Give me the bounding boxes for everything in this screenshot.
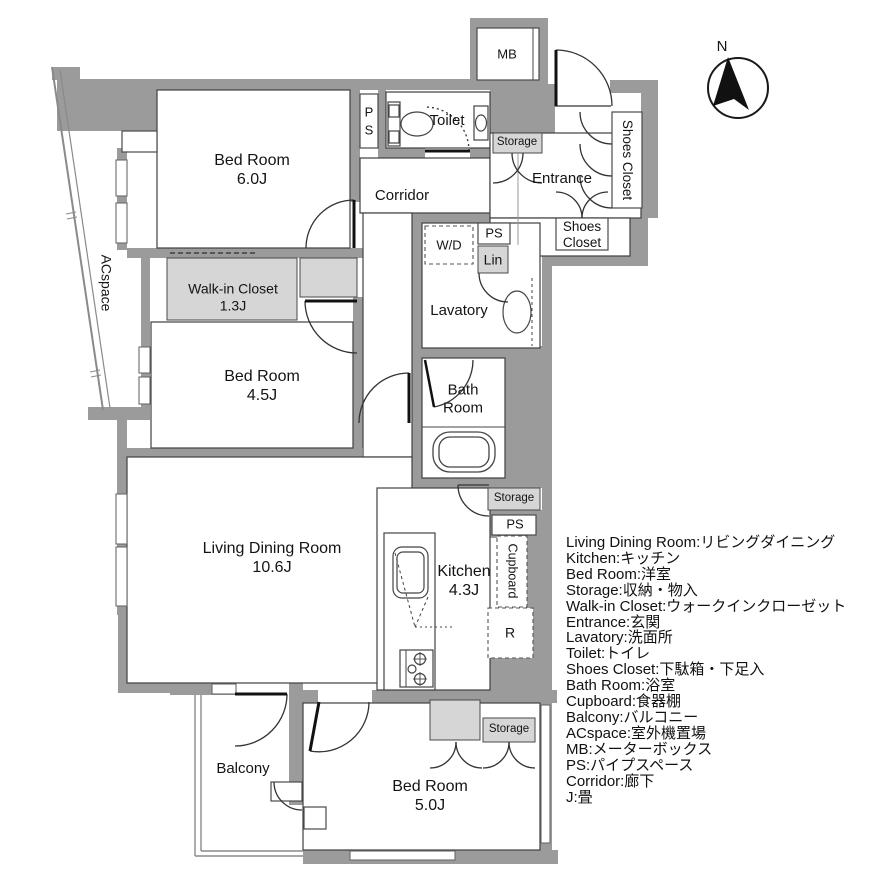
bedroom5-label: Bed Room 5.0J <box>392 778 468 816</box>
living-dining-name: Living Dining Room <box>202 540 342 558</box>
dashed-boxes <box>424 225 534 659</box>
bathroom-line1: Bath <box>447 381 479 399</box>
legend-line: Shoes Closet:下駄箱・下足入 <box>566 661 765 679</box>
walk-in-closet-name: Walk-in Closet <box>188 280 278 297</box>
walk-in-closet-size: 1.3J <box>219 297 247 313</box>
legend-line: PS:パイプスペース <box>566 756 694 774</box>
bedroom45-size: 4.5J <box>246 387 278 404</box>
bedroom45-label: Bed Room 4.5J <box>224 368 300 406</box>
balcony-label: Balcony <box>216 760 270 778</box>
lavatory-sink <box>502 278 533 346</box>
bathtub <box>422 426 505 473</box>
linen-label: Lin <box>483 251 503 268</box>
acspace-strip <box>51 66 111 411</box>
bedroom5-size: 5.0J <box>414 797 446 814</box>
ps-top-s: S <box>364 122 374 137</box>
acspace-label: ACspace <box>98 254 115 312</box>
legend-line: Kitchen:キッチン <box>566 549 681 567</box>
walk-in-closet-label: Walk-in Closet 1.3J <box>188 280 278 313</box>
door-arcs <box>234 49 613 811</box>
compass-n-label: N <box>716 38 728 56</box>
legend-line: Bath Room:浴室 <box>566 677 676 695</box>
bedroom5-name: Bed Room <box>392 778 468 796</box>
ps-mid-label: PS <box>485 225 503 241</box>
legend-line: MB:メーターボックス <box>566 740 713 758</box>
ps-top-label: P S <box>365 103 374 138</box>
legend-line: Bed Room:洋室 <box>566 565 672 583</box>
kitchen-name: Kitchen <box>437 563 491 581</box>
legend-line: ACspace:室外機置場 <box>566 724 707 742</box>
storage-mid-label: Storage <box>493 492 535 505</box>
ps-top-p: P <box>364 104 374 120</box>
toilet-label: Toilet <box>429 112 465 130</box>
legend-line: Corridor:廊下 <box>566 772 655 790</box>
compass-icon <box>707 57 769 119</box>
legend: Living Dining Room:リビングダイニング Kitchen:キッチ… <box>566 535 846 805</box>
ps-bottom-label: PS <box>506 516 524 532</box>
kitchen-label: Kitchen 4.3J <box>437 563 490 601</box>
bathroom-label: Bath Room <box>443 381 483 416</box>
storage-bottom-label: Storage <box>488 723 530 736</box>
entrance-label: Entrance <box>531 170 593 188</box>
storage-boxes <box>166 132 543 743</box>
living-dining-size: 10.6J <box>252 559 292 576</box>
bedroom6-name: Bed Room <box>214 152 290 170</box>
balcony-outline <box>194 695 303 857</box>
stove <box>399 649 434 688</box>
corridor-label: Corridor <box>374 187 430 205</box>
bathroom-line2: Room <box>442 399 484 416</box>
legend-line: Walk-in Closet:ウォークインクローゼット <box>566 597 847 615</box>
shoes-closet-line1: Shoes <box>562 219 602 235</box>
storage-top-label: Storage <box>496 136 538 149</box>
windows <box>115 159 551 861</box>
legend-line: J:畳 <box>566 788 593 806</box>
living-dining-label: Living Dining Room 10.6J <box>203 540 342 578</box>
bedroom6-size: 6.0J <box>236 171 268 188</box>
legend-line: Storage:収納・物入 <box>566 581 698 599</box>
bedroom6-label: Bed Room 6.0J <box>214 152 290 190</box>
legend-line: Toilet:トイレ <box>566 645 651 663</box>
kitchen-size: 4.3J <box>448 582 480 599</box>
door-leaves <box>235 50 558 752</box>
mb-label: MB <box>497 46 517 62</box>
refrigerator-label: R <box>504 624 516 641</box>
shaft-boxes <box>121 27 643 830</box>
legend-line: Cupboard:食器棚 <box>566 693 682 711</box>
bedroom45-name: Bed Room <box>224 368 300 386</box>
legend-line: Entrance:玄関 <box>566 613 661 631</box>
shoes-closet-label: Shoes Closet <box>563 219 601 251</box>
shoes-closet-tall-label: Shoes Closet <box>619 119 635 201</box>
washer-dryer-label: W/D <box>436 237 462 253</box>
legend-line: Balcony:バルコニー <box>566 708 699 726</box>
legend-line: Lavatory:洗面所 <box>566 629 673 647</box>
legend-line: Living Dining Room:リビングダイニング <box>566 534 836 551</box>
cupboard-label: Cupboard <box>505 543 520 599</box>
shoes-closet-line2: Closet <box>562 235 602 250</box>
toilet-fixture <box>387 101 489 147</box>
lavatory-label: Lavatory <box>430 302 488 320</box>
